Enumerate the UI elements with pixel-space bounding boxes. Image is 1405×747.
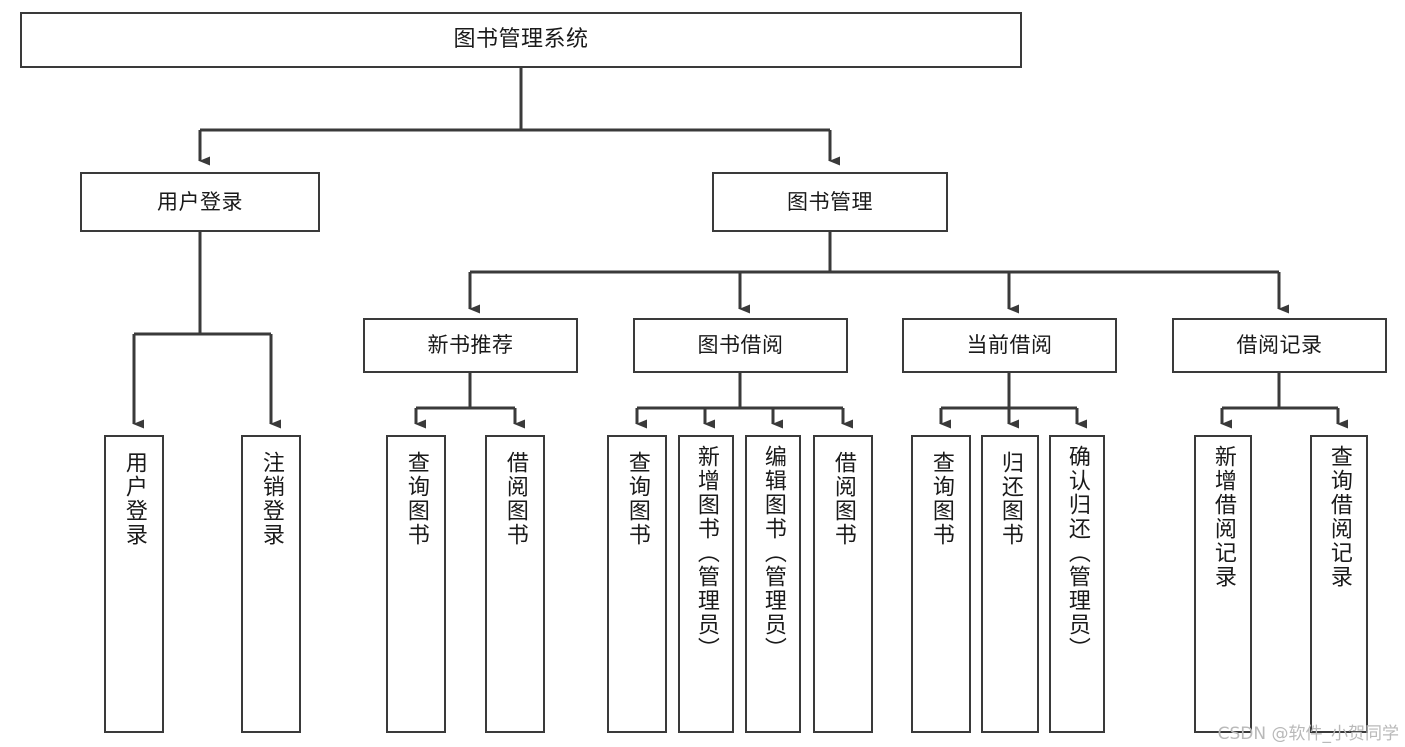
leaf-current-borrow-query-book[interactable]: 查询图书 xyxy=(911,435,971,733)
leaf-borrow-record-query-record[interactable]: 查询借阅记录 xyxy=(1310,435,1368,733)
node-label: 新书推荐 xyxy=(427,333,514,358)
node-label: 借阅图书 xyxy=(502,451,528,547)
node-new-book-recommend[interactable]: 新书推荐 xyxy=(363,318,578,373)
node-borrow-record[interactable]: 借阅记录 xyxy=(1172,318,1387,373)
node-label: 编辑图书（管理员） xyxy=(760,445,786,661)
node-book-management[interactable]: 图书管理 xyxy=(712,172,948,232)
node-label: 注销登录 xyxy=(258,451,284,547)
leaf-book-borrow-edit-book-admin[interactable]: 编辑图书（管理员） xyxy=(745,435,801,733)
leaf-borrow-record-add-record[interactable]: 新增借阅记录 xyxy=(1194,435,1252,733)
node-label: 用户登录 xyxy=(121,451,147,547)
leaf-book-borrow-borrow-book[interactable]: 借阅图书 xyxy=(813,435,873,733)
node-label: 借阅图书 xyxy=(830,451,856,547)
node-label: 图书管理 xyxy=(787,189,873,214)
leaf-user-login[interactable]: 用户登录 xyxy=(104,435,164,733)
leaf-book-borrow-add-book-admin[interactable]: 新增图书（管理员） xyxy=(678,435,734,733)
node-label: 用户登录 xyxy=(157,189,243,214)
leaf-current-borrow-confirm-return-admin[interactable]: 确认归还（管理员） xyxy=(1049,435,1105,733)
node-label: 查询图书 xyxy=(624,451,650,547)
leaf-logout[interactable]: 注销登录 xyxy=(241,435,301,733)
node-label: 图书管理系统 xyxy=(453,27,589,53)
leaf-book-borrow-query-book[interactable]: 查询图书 xyxy=(607,435,667,733)
leaf-new-book-borrow-book[interactable]: 借阅图书 xyxy=(485,435,545,733)
node-label: 查询图书 xyxy=(928,451,954,547)
node-label: 确认归还（管理员） xyxy=(1064,445,1090,661)
node-root-system[interactable]: 图书管理系统 xyxy=(20,12,1022,68)
node-label: 查询图书 xyxy=(403,451,429,547)
node-current-borrow[interactable]: 当前借阅 xyxy=(902,318,1117,373)
node-book-borrow[interactable]: 图书借阅 xyxy=(633,318,848,373)
node-label: 新增借阅记录 xyxy=(1210,445,1236,589)
node-label: 借阅记录 xyxy=(1236,333,1323,358)
node-user-login[interactable]: 用户登录 xyxy=(80,172,320,232)
csdn-watermark: CSDN @软件_小贺同学 xyxy=(1217,724,1399,744)
node-label: 当前借阅 xyxy=(966,333,1053,358)
node-label: 图书借阅 xyxy=(697,333,784,358)
leaf-new-book-query-book[interactable]: 查询图书 xyxy=(386,435,446,733)
node-label: 新增图书（管理员） xyxy=(693,445,719,661)
leaf-current-borrow-return-book[interactable]: 归还图书 xyxy=(981,435,1039,733)
node-label: 查询借阅记录 xyxy=(1326,445,1352,589)
node-label: 归还图书 xyxy=(997,451,1023,547)
